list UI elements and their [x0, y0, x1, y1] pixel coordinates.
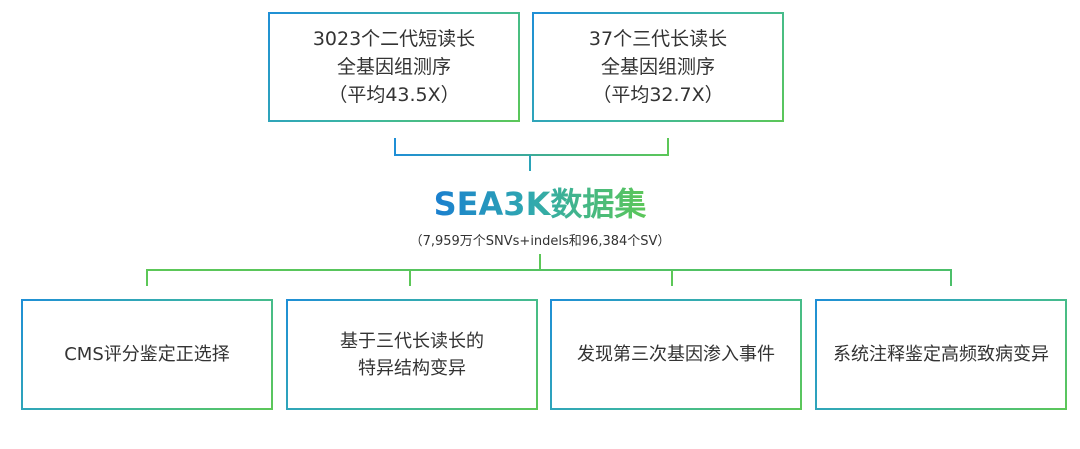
- output-box-sv: 基于三代长读长的 特异结构变异: [286, 299, 538, 410]
- split-bracket: [146, 269, 952, 286]
- output-line-1: CMS评分鉴定正选择: [64, 344, 230, 365]
- output-line-2: 特异结构变异: [358, 357, 466, 379]
- output-line-1: 系统注释鉴定高频致病变异: [833, 344, 1049, 365]
- dataset-subtitle: （7,959万个SNVs+indels和96,384个SV）: [409, 234, 671, 249]
- source-line-2: 全基因组测序: [336, 56, 451, 78]
- dataset-title: SEA3K数据集: [434, 182, 647, 226]
- output-box-introgression: 发现第三次基因渗入事件: [550, 299, 802, 410]
- output-box-cms: CMS评分鉴定正选择: [21, 299, 273, 410]
- source-box-long-read: 37个三代长读长 全基因组测序 （平均32.7X）: [532, 12, 784, 122]
- source-line-2: 全基因组测序: [600, 56, 715, 78]
- source-line-1: 37个三代长读长: [588, 28, 728, 50]
- output-box-pathogenic: 系统注释鉴定高频致病变异: [815, 299, 1067, 410]
- source-line-3: （平均32.7X）: [592, 84, 724, 106]
- source-line-1: 3023个二代短读长: [312, 28, 476, 50]
- output-line-1: 基于三代长读长的: [340, 330, 484, 352]
- source-line-3: （平均43.5X）: [328, 84, 460, 106]
- output-line-1: 发现第三次基因渗入事件: [577, 344, 775, 365]
- merge-bracket: [394, 138, 669, 156]
- dataset-title-wrap: SEA3K数据集: [0, 182, 1080, 226]
- source-box-short-read: 3023个二代短读长 全基因组测序 （平均43.5X）: [268, 12, 520, 122]
